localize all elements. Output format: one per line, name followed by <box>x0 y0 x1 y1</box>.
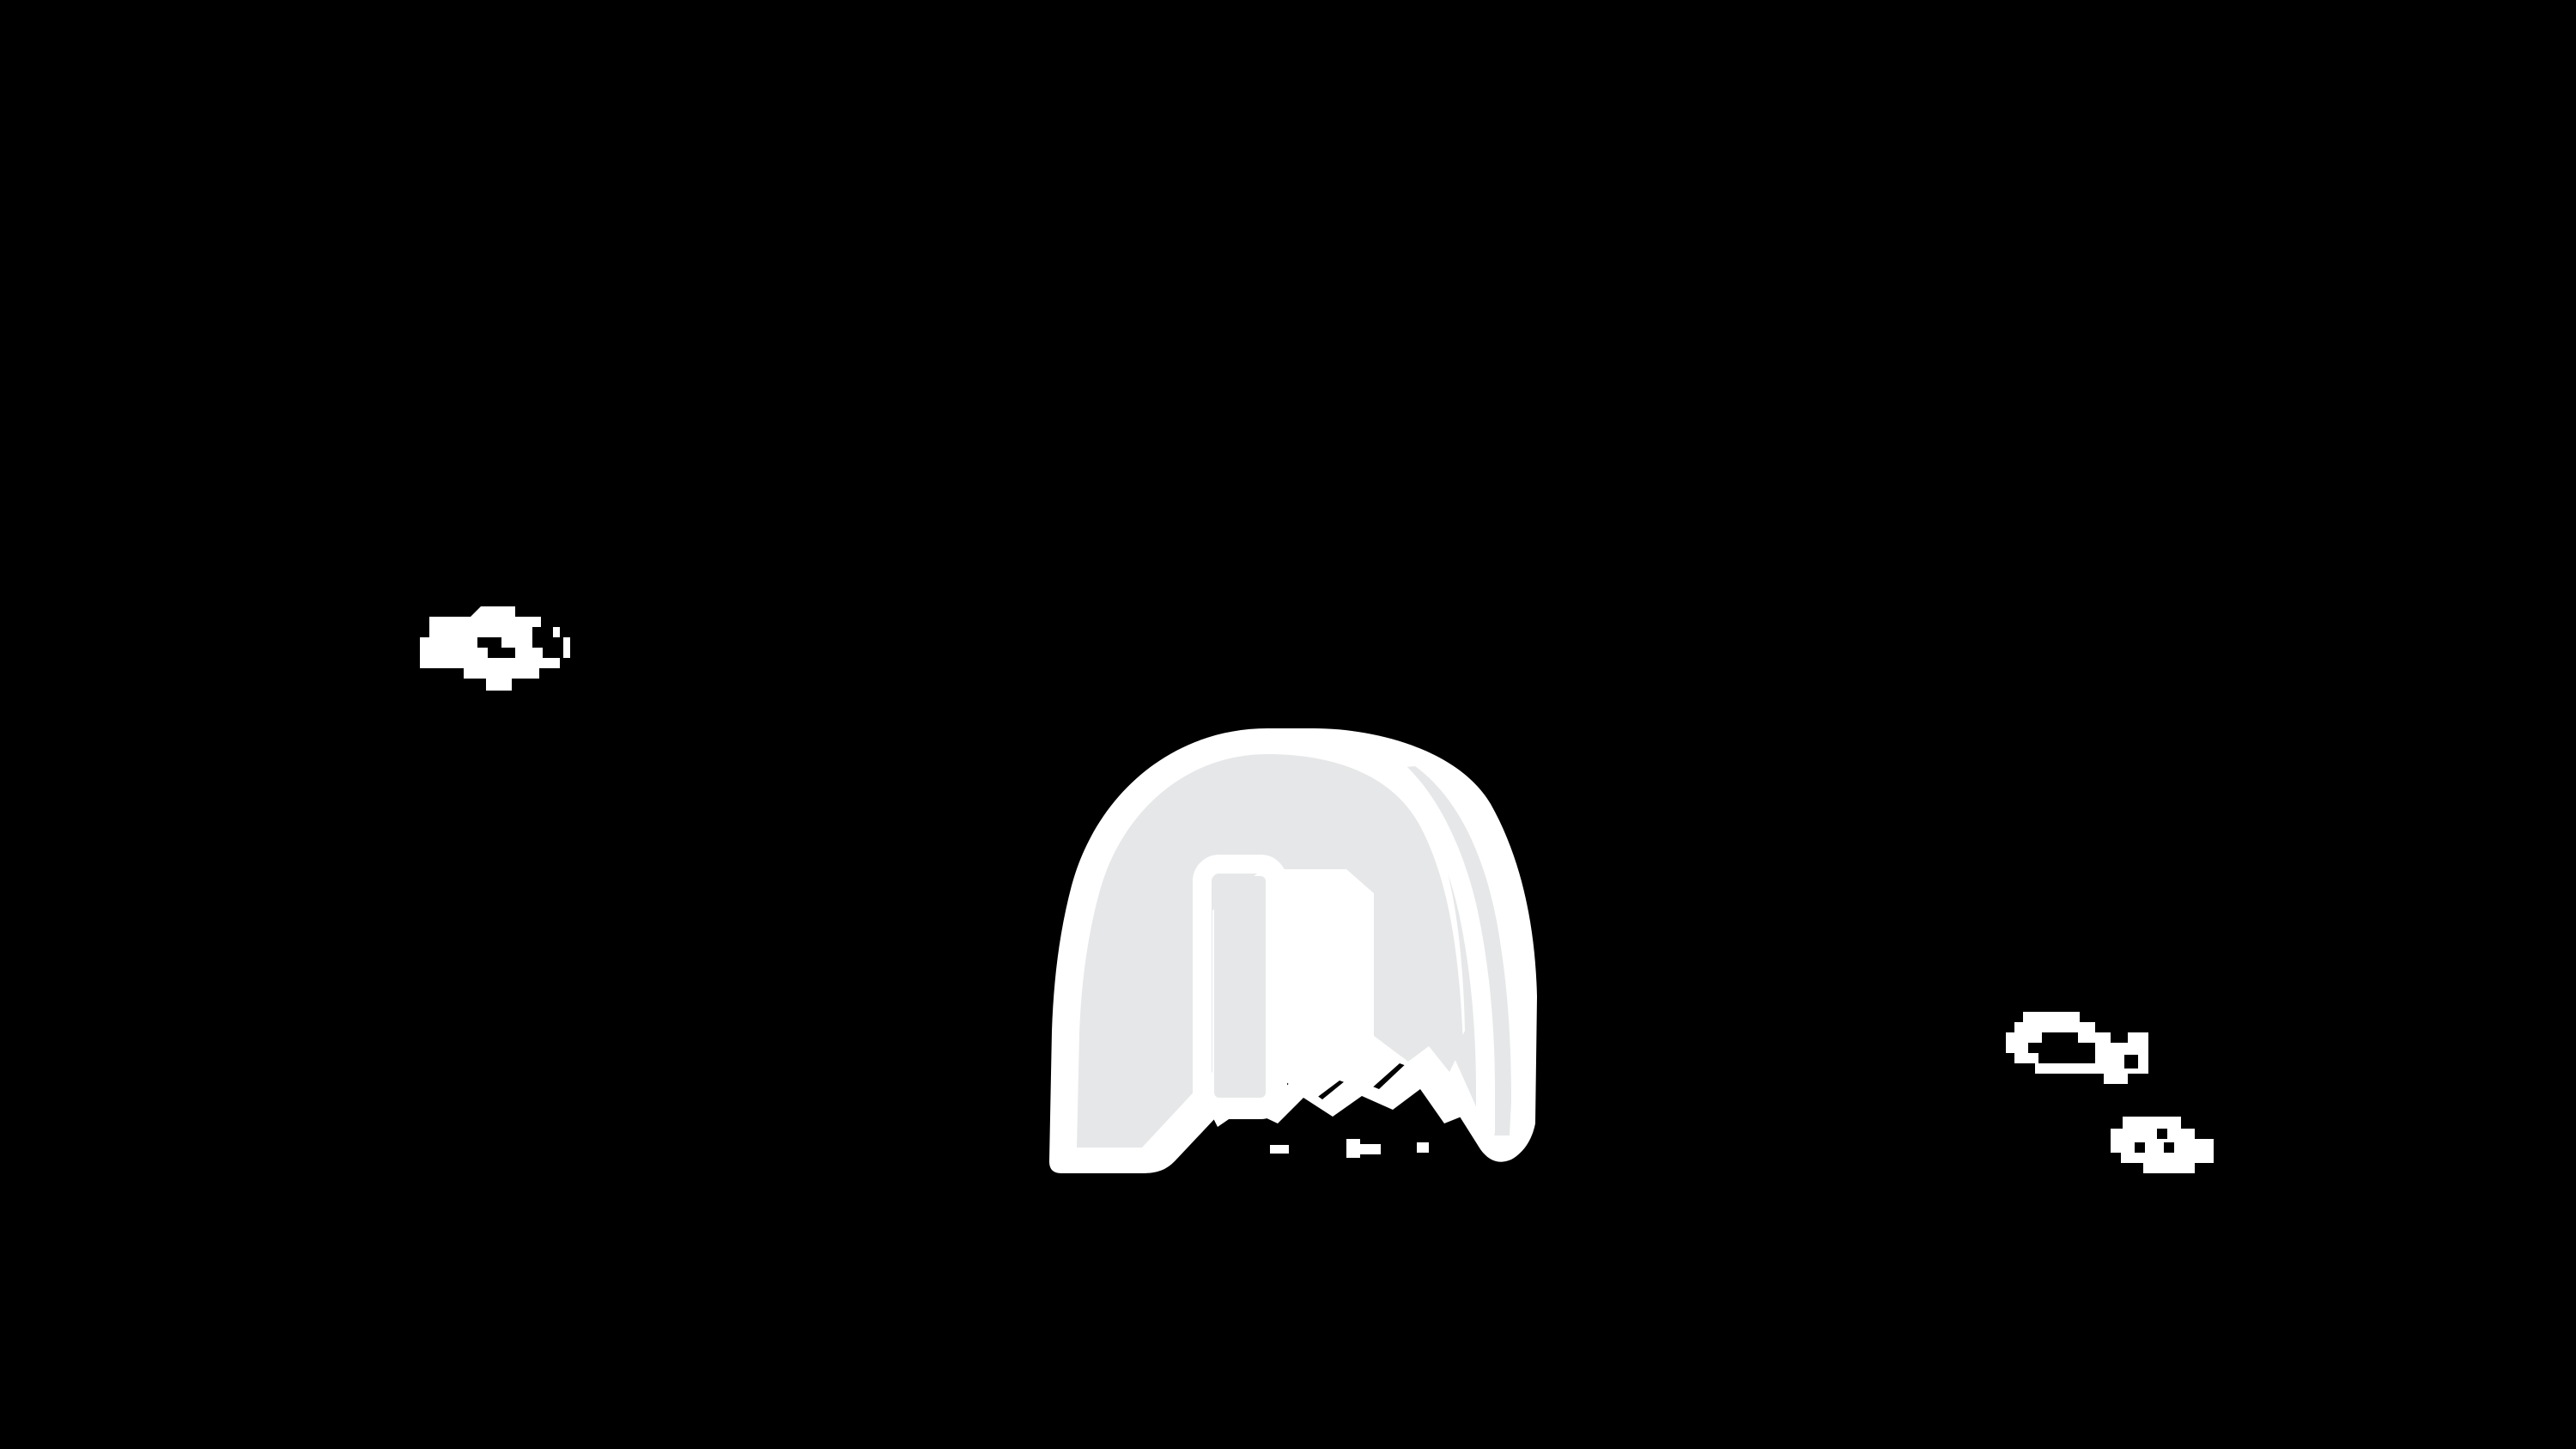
ghost-window-inner-fill <box>1214 876 1266 1098</box>
fish-body <box>2111 1117 2214 1173</box>
fish-tail-notch <box>2124 1055 2138 1068</box>
fish-eye <box>2157 1129 2167 1139</box>
ghost-hem-speck-1 <box>1270 1145 1289 1154</box>
ghost-hem-speck-3 <box>1360 1144 1381 1154</box>
fish-eye <box>532 627 563 658</box>
ghost-hem-speck-2 <box>1346 1139 1360 1158</box>
ghost-seam <box>1376 752 1495 1142</box>
fish-lower-right-large[interactable] <box>2006 1012 2148 1084</box>
fish-scale-dot-1 <box>2135 1142 2145 1153</box>
fish-lower-fin <box>420 637 455 668</box>
ghost-body-fill <box>1077 754 1463 1148</box>
fish-lower-right-small[interactable] <box>2111 1117 2214 1173</box>
ghost-window[interactable] <box>1193 855 1287 1119</box>
fish-body-notch <box>477 637 515 658</box>
fish-tail-fin <box>429 617 464 637</box>
fish-scale-dot-2 <box>2164 1142 2174 1153</box>
ghost-hem-speck-4 <box>1417 1142 1429 1153</box>
ghost-figure[interactable] <box>1049 728 1537 1173</box>
fish-upper-left[interactable] <box>420 606 570 691</box>
ghost-window-outline <box>1193 855 1287 1119</box>
fish-body-notch <box>2028 1032 2095 1063</box>
